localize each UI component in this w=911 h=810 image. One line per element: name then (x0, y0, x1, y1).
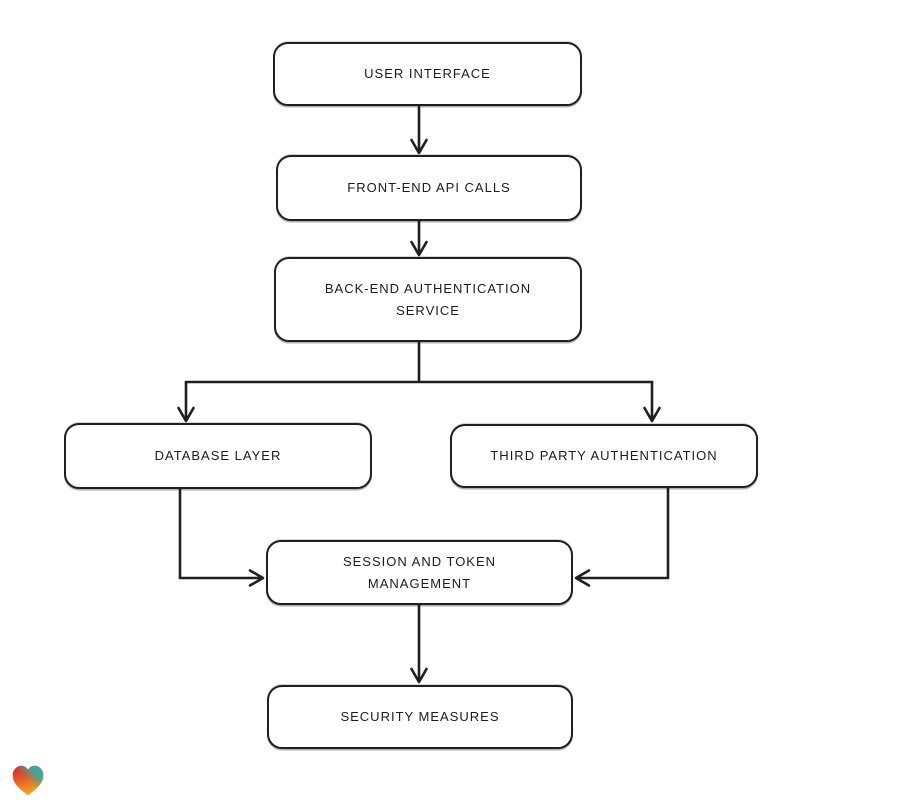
node-label: THIRD PARTY AUTHENTICATION (490, 448, 718, 464)
node-security-measures[interactable]: SECURITY MEASURES (267, 685, 573, 749)
node-label: BACK-END AUTHENTICATION SERVICE (324, 281, 532, 318)
arrow-third-party-to-session (574, 486, 670, 587)
node-label: USER INTERFACE (364, 66, 491, 82)
node-label: DATABASE LAYER (154, 448, 282, 464)
node-label: SECURITY MEASURES (340, 709, 500, 725)
node-session-and-token-management[interactable]: SESSION AND TOKEN MANAGEMENT (266, 540, 573, 605)
arrow-session-to-security (410, 603, 428, 684)
arrow-branch-to-database-layer (177, 380, 195, 423)
node-back-end-authentication-service[interactable]: BACK-END AUTHENTICATION SERVICE (274, 257, 582, 342)
gradient-heart-logo[interactable] (9, 761, 47, 799)
heart-icon (12, 765, 44, 796)
node-database-layer[interactable]: DATABASE LAYER (64, 423, 372, 489)
node-label: FRONT-END API CALLS (347, 180, 511, 196)
node-front-end-api-calls[interactable]: FRONT-END API CALLS (276, 155, 582, 221)
arrow-front-end-to-back-end (410, 219, 428, 257)
node-label: SESSION AND TOKEN MANAGEMENT (342, 554, 497, 591)
arrow-user-interface-to-front-end (410, 105, 428, 155)
branch-back-end-to-children (184, 340, 654, 384)
arrow-branch-to-third-party (643, 380, 661, 423)
node-third-party-authentication[interactable]: THIRD PARTY AUTHENTICATION (450, 424, 758, 488)
node-user-interface[interactable]: USER INTERFACE (273, 42, 582, 106)
arrow-database-to-session (178, 487, 265, 587)
